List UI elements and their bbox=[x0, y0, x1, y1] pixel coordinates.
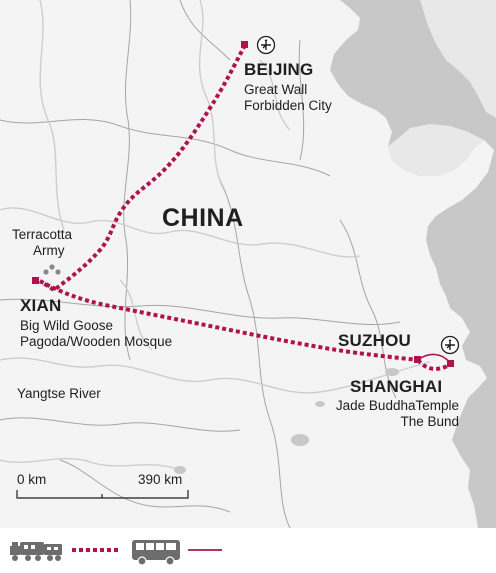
suzhou-city-name: SUZHOU bbox=[338, 331, 411, 350]
country-label: CHINA bbox=[162, 204, 244, 232]
terracotta-label-1: Terracotta bbox=[12, 227, 73, 242]
river-label: Yangtse River bbox=[17, 386, 101, 401]
east-land bbox=[420, 0, 496, 118]
shanghai-marker bbox=[447, 360, 454, 367]
scale-end-label: 390 km bbox=[138, 472, 183, 487]
scale-bar bbox=[16, 490, 189, 499]
xian-detail-1: Big Wild Goose bbox=[20, 318, 114, 333]
shanghai-city-name: SHANGHAI bbox=[350, 377, 443, 396]
beijing-marker bbox=[241, 41, 248, 48]
rivers bbox=[0, 0, 431, 471]
province-borders bbox=[0, 0, 401, 529]
terracotta-dots-icon bbox=[43, 264, 61, 275]
beijing-detail-2: Forbidden City bbox=[244, 98, 332, 113]
xian-detail-2: Pagoda/Wooden Mosque bbox=[20, 334, 173, 349]
xian-marker bbox=[32, 277, 39, 284]
lakes bbox=[174, 368, 399, 474]
beijing-city-name: BEIJING bbox=[244, 60, 314, 79]
suzhou-airport-icon bbox=[440, 335, 460, 355]
bus-icon bbox=[132, 540, 180, 566]
shanghai-detail-2: The Bund bbox=[400, 414, 459, 429]
train-route-beijing-xian bbox=[38, 44, 247, 293]
beijing-detail-1: Great Wall bbox=[244, 82, 308, 97]
legend bbox=[0, 528, 496, 573]
train-route-xian-suzhou bbox=[39, 279, 419, 362]
scale-start-label: 0 km bbox=[17, 472, 47, 487]
train-icon bbox=[10, 542, 62, 561]
suzhou-marker bbox=[414, 356, 421, 363]
legend-graphics bbox=[10, 540, 222, 566]
shanghai-detail-1: Jade BuddhaTemple bbox=[335, 398, 459, 413]
terracotta-label-2: Army bbox=[33, 243, 65, 258]
beijing-airport-icon bbox=[256, 35, 276, 55]
xian-city-name: XIAN bbox=[20, 296, 62, 315]
peninsula-land bbox=[388, 124, 484, 176]
